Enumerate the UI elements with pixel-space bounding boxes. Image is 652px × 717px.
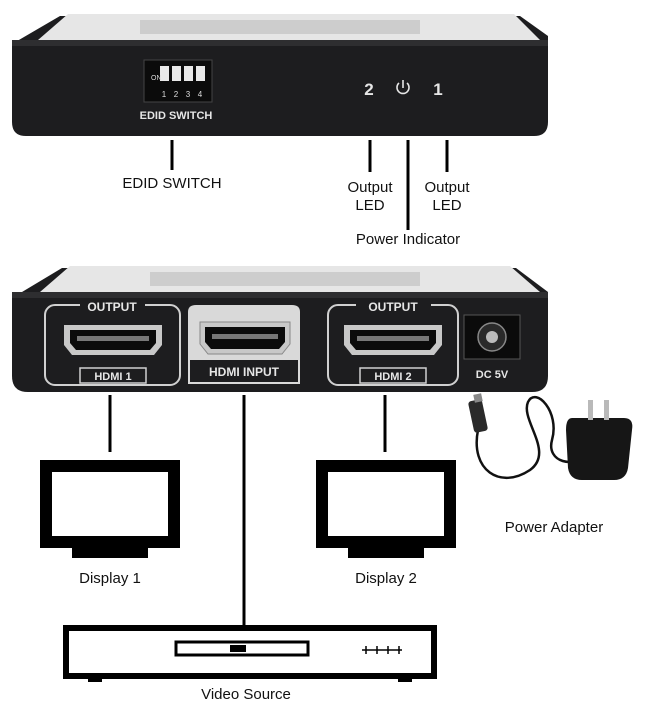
output-led-right-callout: Output LED <box>424 179 470 214</box>
dip-number-1: 1 <box>162 90 167 99</box>
display-2-callout: Display 2 <box>355 570 417 587</box>
dip-number-3: 3 <box>186 90 191 99</box>
rear-panel: OUTPUT HDMI 1 HDMI INPUT OUTPUT HDMI 2 <box>12 266 548 392</box>
dip-switch: ON 1 2 3 4 <box>143 59 213 103</box>
hdmi-input-label: HDMI INPUT <box>209 365 280 379</box>
power-adapter-callout: Power Adapter <box>504 519 604 536</box>
hdmi-1-port: OUTPUT HDMI 1 <box>44 300 181 386</box>
hdmi-2-output-label: OUTPUT <box>368 300 418 314</box>
hdmi-1-output-label: OUTPUT <box>87 300 137 314</box>
led-number-2: 2 <box>364 80 373 99</box>
display-1-callout: Display 1 <box>79 570 141 587</box>
edid-switch-callout: EDID SWITCH <box>122 175 222 192</box>
output-led-left-callout: Output LED <box>347 179 393 214</box>
edid-switch-silkscreen: EDID SWITCH <box>140 110 213 122</box>
dip-number-4: 4 <box>198 90 203 99</box>
display-1-icon <box>40 460 180 558</box>
dip-number-2: 2 <box>174 90 179 99</box>
video-source-icon <box>63 625 437 682</box>
power-adapter-icon <box>468 393 633 480</box>
hdmi-1-label: HDMI 1 <box>94 371 131 383</box>
dip-on-label: ON <box>151 75 162 82</box>
power-indicator-callout: Power Indicator <box>355 231 461 248</box>
led-number-1: 1 <box>433 80 442 99</box>
hdmi-2-port: OUTPUT HDMI 2 <box>327 300 459 386</box>
front-panel: ON 1 2 3 4 EDID SWITCH 2 1 <box>12 14 548 136</box>
power-icon <box>396 80 410 95</box>
video-source-callout: Video Source <box>201 686 291 703</box>
hdmi-input-port: HDMI INPUT <box>188 305 300 384</box>
display-2-icon <box>316 460 456 558</box>
dc-jack: DC 5V <box>463 314 521 381</box>
dc-5v-label: DC 5V <box>476 369 509 381</box>
hdmi-2-label: HDMI 2 <box>374 371 411 383</box>
